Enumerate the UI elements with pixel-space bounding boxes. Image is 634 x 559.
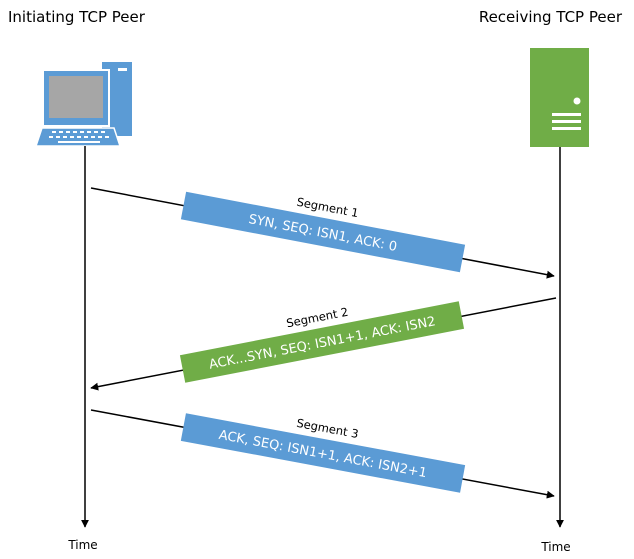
segment-1-box xyxy=(180,191,466,273)
receiving-time-label: Time xyxy=(540,540,570,554)
initiating-time-label: Time xyxy=(67,538,97,552)
segment-2: Segment 2 ACK...SYN, SEQ: ISN1+1, ACK: I… xyxy=(90,297,557,391)
segment-3: Segment 3 ACK, SEQ: ISN1+1, ACK: ISN2+1 xyxy=(90,409,555,499)
desktop-computer-icon xyxy=(34,62,132,147)
segment-2-box xyxy=(179,301,465,383)
segment-1: Segment 1 SYN, SEQ: ISN1, ACK: 0 xyxy=(90,187,555,279)
receiving-peer-title: Receiving TCP Peer xyxy=(479,8,623,26)
server-icon xyxy=(530,48,589,147)
segment-3-box xyxy=(180,413,466,493)
initiating-peer-title: Initiating TCP Peer xyxy=(8,8,146,26)
